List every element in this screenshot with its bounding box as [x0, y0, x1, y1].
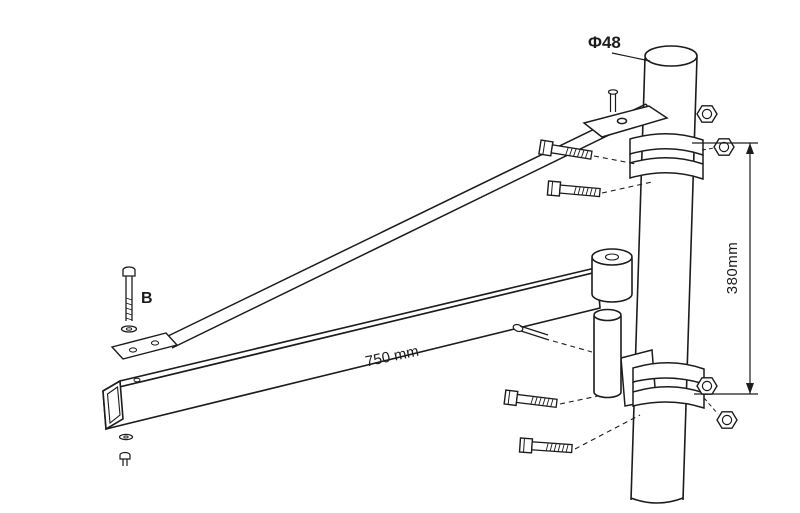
top-clamp	[582, 89, 704, 181]
pole-diameter-label: Φ48	[588, 33, 621, 52]
arm-underside-fasteners	[118, 433, 134, 466]
clamp-nuts	[696, 105, 738, 429]
pivot-sleeve	[593, 308, 622, 399]
pivot-pin	[512, 323, 593, 353]
pole-diameter-leader	[611, 52, 651, 62]
swing-arm	[102, 263, 613, 431]
part-b-label: B	[141, 290, 153, 307]
bottom-clamp	[620, 349, 705, 410]
top-set-screw	[607, 89, 619, 112]
bolt-b-assembly	[120, 266, 138, 333]
mounting-pole	[630, 45, 698, 504]
clamp-spacing-label: 380mm	[724, 242, 741, 295]
strut-end-bracket	[110, 332, 179, 360]
bottom-clamp-bolts	[503, 389, 641, 457]
dimension-380	[692, 142, 758, 395]
arm-pivot-boss	[591, 248, 633, 303]
top-clamp-bolts	[538, 139, 653, 201]
